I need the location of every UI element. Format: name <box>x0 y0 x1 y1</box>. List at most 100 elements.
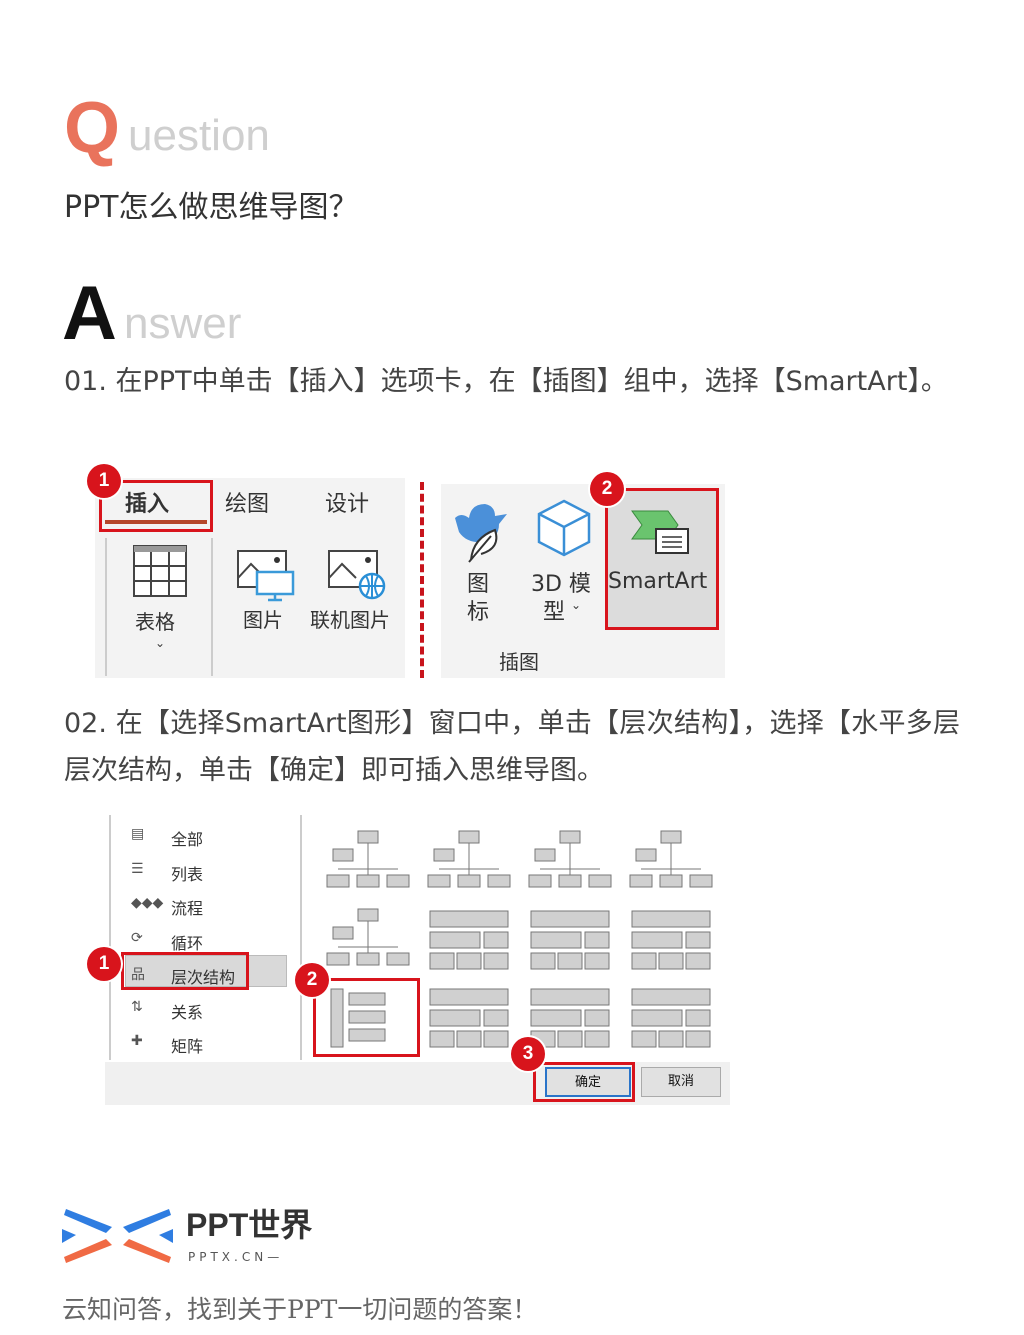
badge-3: 3 <box>511 1037 545 1071</box>
illustrations-group-label: 插图 <box>499 650 539 674</box>
icons-label-2: 标 <box>467 600 490 625</box>
online-picture-button[interactable]: 联机图片 <box>310 548 405 638</box>
badge-1: 1 <box>87 947 121 981</box>
table-icon <box>133 545 187 597</box>
answer-heading-rest: nswer <box>124 299 242 348</box>
matrix-icon: ✚ <box>131 1033 143 1049</box>
badge-2: 2 <box>590 472 624 506</box>
category-label: 循环 <box>171 933 204 953</box>
category-label: 流程 <box>171 899 204 918</box>
layout-icon <box>629 830 713 888</box>
hierarchy-icon: 品 <box>131 967 145 983</box>
hierarchy-layout-thumbnail[interactable] <box>323 827 413 897</box>
question-text: PPT怎么做思维导图？ <box>64 190 359 225</box>
category-item[interactable]: ⟳ 循环 <box>127 927 277 955</box>
layout-icon <box>326 908 410 966</box>
category-item[interactable]: ☰ 列表 <box>127 858 277 886</box>
layout-icon <box>530 988 610 1048</box>
online-picture-icon <box>328 550 386 600</box>
3d-model-label-1: 3D 模 <box>531 572 591 597</box>
badge-2: 2 <box>295 963 329 997</box>
cycle-icon: ⟳ <box>131 929 143 946</box>
online-picture-label: 联机图片 <box>310 608 390 632</box>
pptworld-logo <box>60 1203 175 1269</box>
3d-cube-icon <box>537 499 591 557</box>
step-1-text: 01. 在PPT中单击【插入】选项卡，在【插图】组中，选择【SmartArt】。 <box>64 366 948 397</box>
hierarchy-highlight <box>121 952 249 990</box>
category-label: 层次结构 <box>171 968 236 987</box>
hierarchy-layout-thumbnail[interactable] <box>626 827 716 897</box>
tab-insert[interactable]: 插入 <box>125 492 170 517</box>
hierarchy-layout-thumbnail[interactable] <box>323 983 413 1053</box>
icons-icon <box>455 504 507 563</box>
all-icon: ▤ <box>131 826 145 842</box>
question-heading-rest: uestion <box>128 111 270 160</box>
icons-label-1: 图 <box>467 572 490 597</box>
horizontal-multilevel-hierarchy-highlight <box>313 978 420 1057</box>
layout-icon <box>427 830 511 888</box>
3d-model-button[interactable]: 3D 模 型 ⌄ <box>529 498 599 628</box>
category-label: 关系 <box>171 1002 204 1022</box>
category-item[interactable]: ✚ 矩阵 <box>127 1030 277 1058</box>
table-label: 表格 <box>135 610 175 634</box>
layout-icon <box>631 988 711 1048</box>
picture-button[interactable]: 图片 <box>235 548 305 638</box>
step-2-text: 02. 在【选择SmartArt图形】窗口中，单击【层次结构】，选择【水平多层层… <box>64 708 960 786</box>
layout-icon <box>528 830 612 888</box>
layout-icon <box>429 910 509 970</box>
hierarchy-layout-thumbnail[interactable] <box>626 905 716 975</box>
category-label: 矩阵 <box>171 1037 204 1056</box>
separator <box>300 815 302 1060</box>
smartart-icon <box>631 510 689 554</box>
answer-a-letter: A <box>62 271 117 356</box>
brand-name: PPT世界 <box>186 1207 313 1243</box>
hierarchy-layout-thumbnail[interactable] <box>424 983 514 1053</box>
logo-icon <box>62 1209 173 1263</box>
ok-button[interactable]: 确定 <box>545 1067 631 1097</box>
separator <box>109 815 111 1060</box>
3d-model-label-2: 型 <box>543 600 566 625</box>
divider <box>420 482 424 678</box>
table-button[interactable]: 表格 ⌄ <box>125 544 195 664</box>
chevron-down-icon: ⌄ <box>155 636 166 650</box>
hierarchy-layout-thumbnail[interactable] <box>424 905 514 975</box>
smartart-dialog-screenshot: ▤ 全部 ☰ 列表 ◆◆◆ 流程 ⟳ 循环品 层次结构 ⇅ 关系 ✚ 矩阵 1 2 确定 取消 3 <box>87 815 730 1105</box>
hierarchy-layout-thumbnail[interactable] <box>626 983 716 1053</box>
layout-icon <box>326 830 410 888</box>
category-label: 全部 <box>171 830 204 849</box>
icons-button[interactable]: 图 标 <box>451 498 513 628</box>
tab-draw[interactable]: 绘图 <box>225 492 270 517</box>
hierarchy-layout-thumbnail[interactable] <box>525 905 615 975</box>
layout-icon <box>631 910 711 970</box>
category-item[interactable]: ▤ 全部 <box>127 823 277 851</box>
selected-category-bg <box>125 955 287 987</box>
picture-icon <box>237 550 295 602</box>
insert-tab-highlight <box>99 480 213 532</box>
ribbon-screenshot: 插入 绘图 设计 1 表格 ⌄ 图片 联机图片 图 标 3D 模 型 ⌄ Sma… <box>87 464 725 678</box>
question-q-letter: Q <box>64 88 121 168</box>
tab-underline <box>105 520 207 524</box>
list-icon: ☰ <box>131 860 144 877</box>
category-item[interactable]: ⇅ 关系 <box>127 996 277 1024</box>
picture-label: 图片 <box>243 608 283 632</box>
footer-slogan: 云知问答，找到关于PPT一切问题的答案！ <box>62 1295 538 1324</box>
layout-icon <box>429 988 509 1048</box>
hierarchy-layout-thumbnail[interactable] <box>323 905 413 975</box>
cancel-button[interactable]: 取消 <box>641 1067 721 1097</box>
dialog-footer <box>105 1062 730 1105</box>
layout-icon <box>530 910 610 970</box>
smartart-label: SmartArt <box>608 569 708 594</box>
process-icon: ◆◆◆ <box>131 895 164 911</box>
chevron-down-icon: ⌄ <box>571 598 582 612</box>
relationship-icon: ⇅ <box>131 998 143 1015</box>
badge-1: 1 <box>87 464 121 498</box>
category-item[interactable]: 品 层次结构 <box>127 961 277 989</box>
smartart-button[interactable]: SmartArt <box>605 488 719 630</box>
hierarchy-layout-thumbnail[interactable] <box>525 983 615 1053</box>
category-label: 列表 <box>171 864 204 884</box>
tab-design[interactable]: 设计 <box>325 492 370 517</box>
category-item[interactable]: ◆◆◆ 流程 <box>127 892 277 920</box>
hierarchy-layout-thumbnail[interactable] <box>424 827 514 897</box>
separator <box>211 538 213 676</box>
hierarchy-layout-thumbnail[interactable] <box>525 827 615 897</box>
